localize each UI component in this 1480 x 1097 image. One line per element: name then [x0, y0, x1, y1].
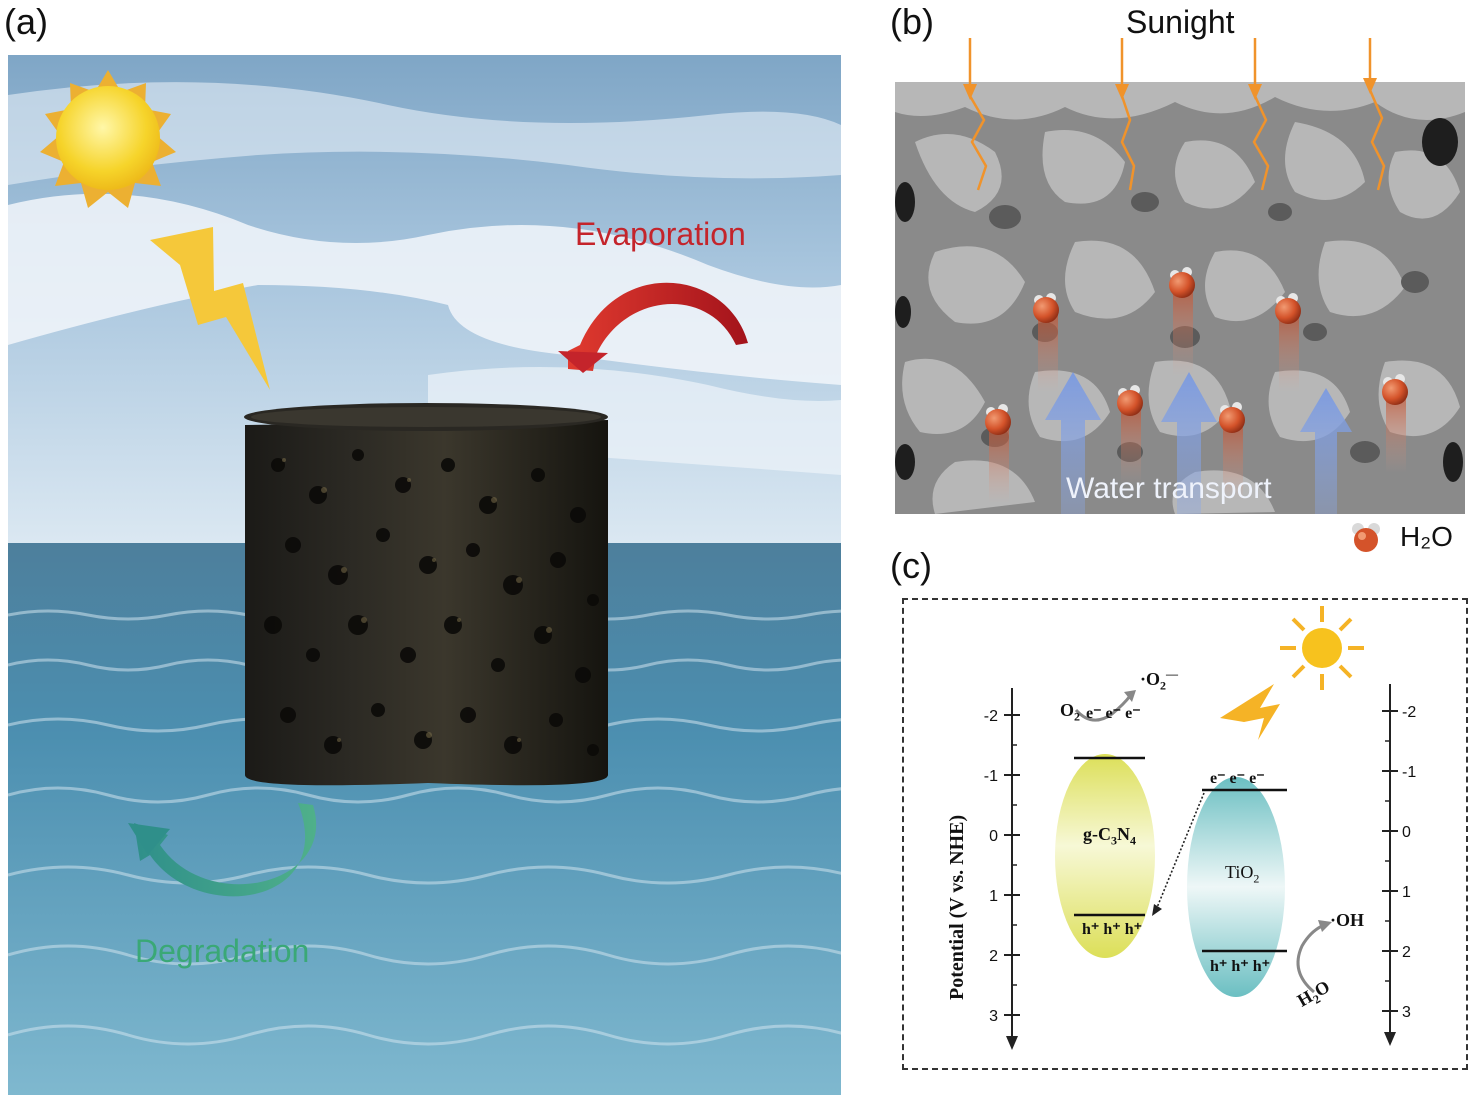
water-oxidation-arrow-head	[1318, 920, 1332, 932]
sunlight-arrows	[963, 38, 1386, 191]
tio2-band	[1187, 777, 1285, 997]
panel-a-label: (a)	[4, 1, 48, 42]
o2-reduction-arrow	[1074, 695, 1132, 722]
degradation-arrow	[134, 803, 317, 897]
g-c3n4-label-mid: N	[1117, 824, 1130, 844]
superoxide-label-main: ·O	[1140, 669, 1161, 689]
cloud	[8, 82, 841, 185]
charge-transfer-arrow	[1155, 792, 1205, 911]
water-transport-arrows	[1045, 372, 1352, 514]
right-axis-tick-label: -2	[1402, 704, 1416, 721]
g-c3n4-band	[1055, 754, 1155, 958]
right-axis-tick-label: 1	[1402, 884, 1411, 901]
charge-transfer-arrow-head	[1152, 904, 1162, 916]
tio2-label: TiO2	[1225, 862, 1259, 887]
sun-icon	[1280, 606, 1364, 690]
o2-reduction-arrow-head	[1124, 690, 1136, 702]
left-axis-arrow	[1006, 1036, 1018, 1050]
evaporation-label: Evaporation	[575, 216, 746, 252]
right-axis-tick-label: 3	[1402, 1004, 1411, 1021]
degradation-arrow-head	[128, 823, 170, 855]
deep-pores	[895, 118, 1463, 482]
water-molecules	[985, 267, 1408, 503]
panel-c-frame	[902, 598, 1468, 1070]
g-c3n4-label: g-C3N4	[1083, 824, 1136, 849]
water-molecule-legend-icon	[1352, 523, 1380, 552]
left-axis-tick-label: 1	[989, 888, 998, 905]
panel-b-label: (b)	[890, 1, 934, 42]
g-c3n4-label-sub2: 4	[1130, 833, 1136, 848]
tio2-label-sub: 2	[1253, 871, 1260, 886]
left-axis-tick-label: 3	[989, 1008, 998, 1025]
degradation-label: Degradation	[135, 933, 310, 969]
right-axis-tick-label: 0	[1402, 824, 1411, 841]
panel-b-illustration	[895, 82, 1465, 514]
left-axis-ticks: -2 -1 0 1 2 3	[984, 708, 1020, 1025]
left-axis-tick-label: 0	[989, 828, 998, 845]
lightning-icon	[150, 227, 270, 390]
sun-icon	[40, 70, 176, 208]
lightning-icon	[1220, 684, 1280, 740]
superoxide-label-sup: —	[1166, 667, 1179, 681]
cloud	[8, 193, 841, 385]
right-axis-tick-label: -1	[1402, 764, 1416, 781]
porous-cylinder	[244, 403, 608, 786]
sunlight-label: Sunight	[1126, 4, 1235, 40]
g-c3n4-electrons: e⁻ e⁻ e⁻	[1086, 705, 1141, 722]
o2-label-main: O	[1060, 700, 1075, 720]
g-c3n4-label-main: g-C	[1083, 824, 1111, 844]
water-molecule-legend-label: H₂O	[1400, 521, 1453, 552]
right-axis-ticks: -2 -1 0 1 2 3	[1382, 704, 1416, 1021]
tio2-electrons: e⁻ e⁻ e⁻	[1210, 770, 1265, 787]
left-axis-tick-label: 2	[989, 948, 998, 965]
y-axis-label: Potential (V vs. NHE)	[946, 814, 968, 1000]
g-c3n4-label-sub1: 3	[1111, 833, 1117, 848]
left-axis-tick-label: -1	[984, 768, 998, 785]
water-oxidation-arrow	[1296, 924, 1323, 994]
o2-label-sub: 2	[1074, 709, 1081, 724]
tio2-holes: h⁺ h⁺ h⁺	[1210, 958, 1271, 975]
left-axis-tick-label: -2	[984, 708, 998, 725]
superoxide-label: ·O2—	[1140, 667, 1178, 694]
band-diagram: -2 -1 0 1 2 3 -2 -1 0 1 2 3	[984, 606, 1416, 1050]
right-axis-tick-label: 2	[1402, 944, 1411, 961]
panel-a-illustration	[8, 55, 841, 1095]
evaporation-arrow	[568, 282, 748, 371]
g-c3n4-holes: h⁺ h⁺ h⁺	[1082, 921, 1143, 938]
evaporation-arrow-head	[558, 351, 608, 373]
panel-c-label: (c)	[890, 545, 932, 586]
hydroxyl-radical-label: ·OH	[1330, 910, 1365, 930]
tio2-label-main: TiO	[1225, 862, 1254, 882]
o2-label: O2	[1060, 700, 1080, 725]
water-transport-label: Water transport	[1066, 472, 1272, 505]
superoxide-label-sub: 2	[1160, 678, 1167, 693]
right-axis-arrow	[1384, 1032, 1396, 1046]
